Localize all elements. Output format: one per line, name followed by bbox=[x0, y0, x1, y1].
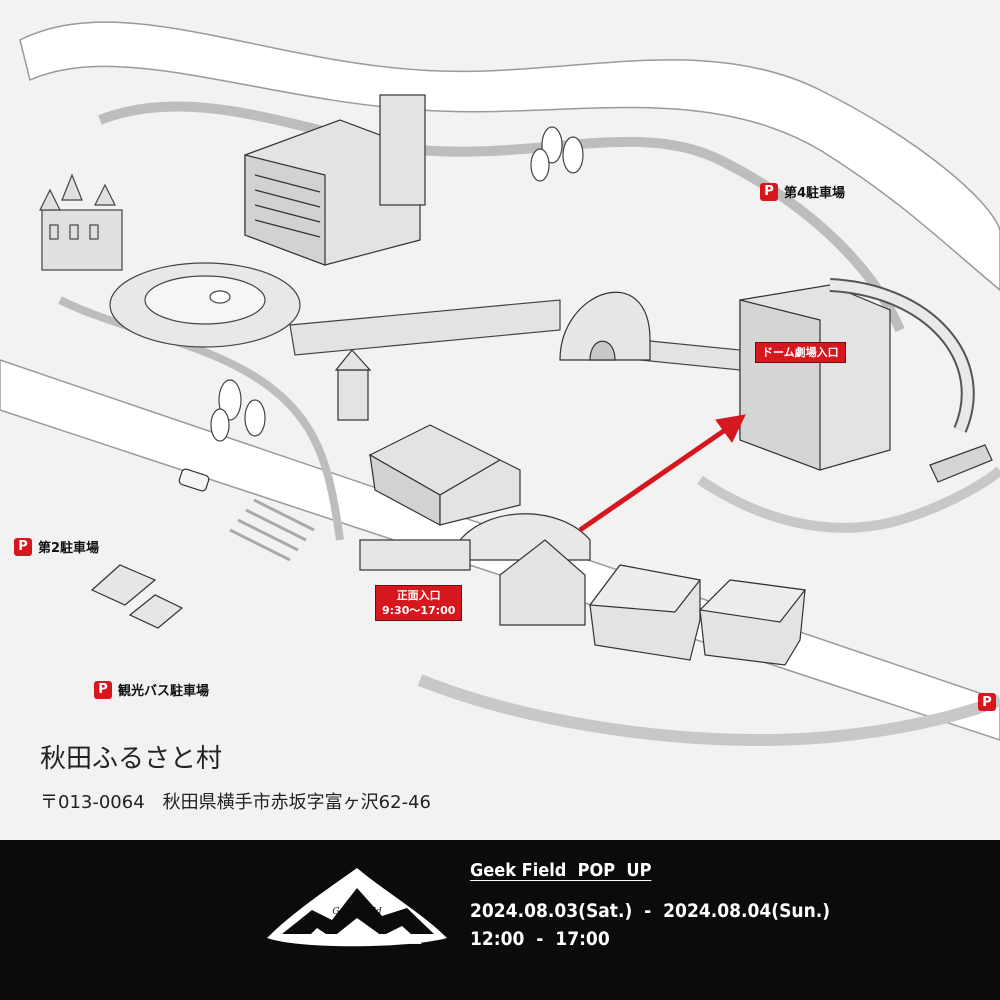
event-title: Geek Field POP UP bbox=[470, 860, 652, 881]
crosswalk bbox=[229, 498, 315, 562]
event-dates: 2024.08.03(Sat.) - 2024.08.04(Sun.) bbox=[470, 900, 831, 922]
castle-building bbox=[39, 173, 123, 271]
south-building-2 bbox=[698, 579, 807, 666]
south-building-1 bbox=[588, 564, 702, 661]
car bbox=[178, 468, 210, 492]
dome-entrance-callout: ドーム劇場入口 bbox=[755, 342, 846, 363]
event-time: 12:00 - 17:00 bbox=[470, 928, 610, 950]
parking-lot-4-text: 第4駐車場 bbox=[784, 186, 846, 201]
tree-cluster-north bbox=[530, 126, 584, 182]
dome-entrance-text: ドーム劇場入口 bbox=[762, 346, 839, 359]
central-hall bbox=[368, 424, 521, 527]
route-arrow bbox=[578, 414, 746, 533]
parking2-houses bbox=[90, 564, 184, 629]
east-path bbox=[697, 466, 1000, 533]
parking-icon: P bbox=[14, 537, 32, 556]
bus-parking-label: P 観光バス駐車場 bbox=[94, 680, 209, 699]
museum-building bbox=[244, 94, 426, 266]
mountain-logo-icon: Geek Field bbox=[267, 868, 447, 947]
main-entrance-hours: 9:30〜17:00 bbox=[382, 604, 456, 617]
parking-lot-4-label: P 第4駐車場 bbox=[760, 182, 845, 201]
south-loop bbox=[417, 674, 1000, 747]
parking-edge-label: P bbox=[978, 693, 996, 711]
covered-walkway bbox=[289, 299, 741, 371]
bus-parking-text: 観光バス駐車場 bbox=[118, 684, 210, 699]
logo-text: Geek Field bbox=[332, 907, 381, 917]
parking-icon: P bbox=[94, 680, 112, 699]
main-entrance-text: 正面入口 bbox=[396, 589, 441, 602]
parking-lot-2-label: P 第2駐車場 bbox=[14, 537, 99, 556]
event-banner bbox=[0, 840, 1000, 1000]
parking-icon: P bbox=[978, 693, 996, 711]
place-address: 〒013-0064 秋田県横手市赤坂字富ヶ沢62-46 bbox=[40, 792, 431, 813]
parking-icon: P bbox=[760, 182, 778, 201]
parking-lot-2-text: 第2駐車場 bbox=[38, 541, 100, 556]
dome-building bbox=[559, 291, 651, 361]
tree-cluster-west bbox=[210, 379, 266, 442]
west-tower bbox=[334, 349, 372, 421]
main-entrance-callout: 正面入口 9:30〜17:00 bbox=[375, 585, 463, 621]
main-entrance-building bbox=[359, 513, 591, 626]
train bbox=[929, 444, 993, 483]
place-name: 秋田ふるさと村 bbox=[40, 744, 223, 774]
park-map bbox=[0, 0, 1000, 840]
fountain-plaza bbox=[109, 262, 301, 348]
